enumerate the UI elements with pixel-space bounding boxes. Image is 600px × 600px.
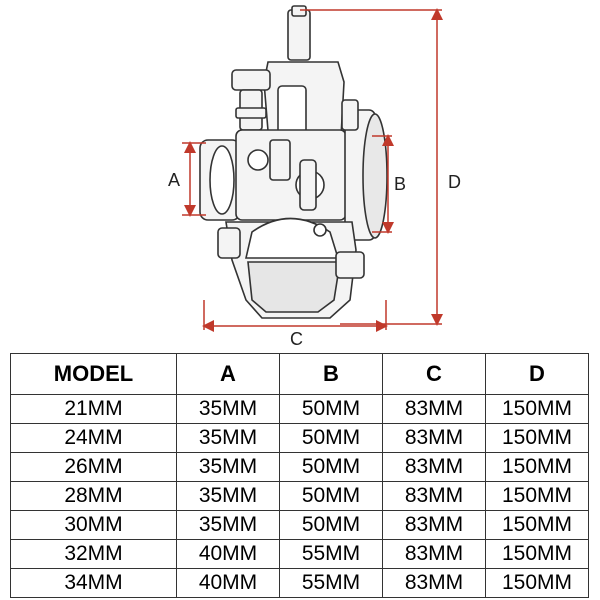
dimension-c — [202, 300, 388, 332]
table-row: 28MM 35MM 50MM 83MM 150MM — [10, 481, 589, 511]
cell-c: 83MM — [382, 423, 486, 453]
size-specification-table: MODEL A B C D 21MM 35MM 50MM 83MM 150MM … — [10, 353, 589, 598]
dimension-b — [372, 134, 394, 234]
dimension-a — [182, 141, 206, 217]
cell-model: 30MM — [10, 510, 177, 540]
cell-c: 83MM — [382, 568, 486, 598]
cell-b: 55MM — [279, 539, 383, 569]
dimension-b-label: B — [394, 174, 406, 194]
cell-b: 55MM — [279, 568, 383, 598]
cell-d: 150MM — [485, 423, 589, 453]
cell-model: 26MM — [10, 452, 177, 482]
carburetor-illustration — [199, 5, 388, 319]
cell-c: 83MM — [382, 452, 486, 482]
cell-model: 32MM — [10, 539, 177, 569]
cell-a: 35MM — [176, 510, 280, 540]
cell-b: 50MM — [279, 394, 383, 424]
cell-model: 34MM — [10, 568, 177, 598]
table-row: 34MM 40MM 55MM 83MM 150MM — [10, 568, 589, 598]
cell-d: 150MM — [485, 568, 589, 598]
cell-model: 24MM — [10, 423, 177, 453]
cell-c: 83MM — [382, 539, 486, 569]
cell-c: 83MM — [382, 394, 486, 424]
cell-a: 40MM — [176, 539, 280, 569]
header-a: A — [176, 353, 280, 395]
cell-model: 21MM — [10, 394, 177, 424]
cell-d: 150MM — [485, 510, 589, 540]
cell-b: 50MM — [279, 452, 383, 482]
table-row: 21MM 35MM 50MM 83MM 150MM — [10, 394, 589, 424]
table-row: 26MM 35MM 50MM 83MM 150MM — [10, 452, 589, 482]
cell-d: 150MM — [485, 394, 589, 424]
header-model: MODEL — [10, 353, 177, 395]
table-header-row: MODEL A B C D — [10, 353, 589, 395]
table-row: 30MM 35MM 50MM 83MM 150MM — [10, 510, 589, 540]
cell-c: 83MM — [382, 510, 486, 540]
cell-a: 35MM — [176, 394, 280, 424]
cell-d: 150MM — [485, 481, 589, 511]
cell-a: 35MM — [176, 481, 280, 511]
cell-c: 83MM — [382, 481, 486, 511]
header-c: C — [382, 353, 486, 395]
cell-b: 50MM — [279, 423, 383, 453]
cell-a: 35MM — [176, 452, 280, 482]
cell-a: 40MM — [176, 568, 280, 598]
cell-b: 50MM — [279, 510, 383, 540]
cell-b: 50MM — [279, 481, 383, 511]
dimension-d-label: D — [448, 172, 461, 192]
cell-d: 150MM — [485, 452, 589, 482]
table-row: 32MM 40MM 55MM 83MM 150MM — [10, 539, 589, 569]
carburetor-diagram: A B C D — [168, 5, 461, 345]
dimension-c-label: C — [290, 329, 303, 345]
cell-d: 150MM — [485, 539, 589, 569]
dimension-d — [300, 7, 443, 326]
cell-a: 35MM — [176, 423, 280, 453]
header-d: D — [485, 353, 589, 395]
dimension-a-label: A — [168, 170, 180, 190]
cell-model: 28MM — [10, 481, 177, 511]
table-row: 24MM 35MM 50MM 83MM 150MM — [10, 423, 589, 453]
header-b: B — [279, 353, 383, 395]
